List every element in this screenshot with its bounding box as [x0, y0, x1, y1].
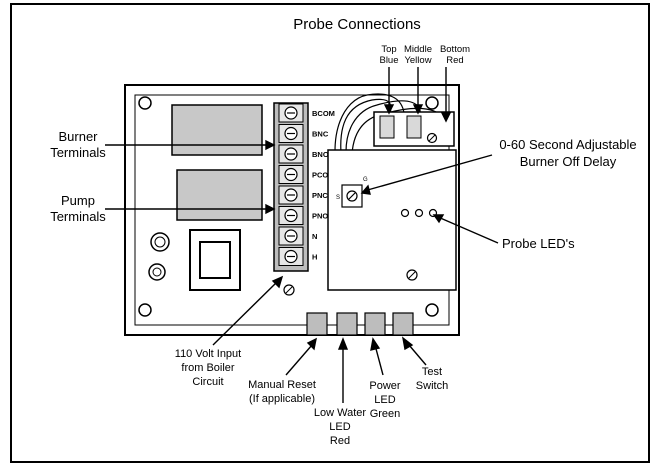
control-board-diagram: Probe Connections Top Blue Middle Yellow…: [50, 16, 636, 447]
mount-hole: [138, 303, 152, 317]
burner-relay: [171, 104, 263, 156]
low-water-label-1: Low Water: [314, 407, 367, 419]
terminal-label: BNC: [312, 130, 329, 139]
low-water-label-2: LED: [329, 421, 350, 433]
delay-potentiometer: S G: [336, 177, 368, 208]
probe-bottom-color: Red: [446, 55, 463, 66]
circuit-board: [327, 149, 457, 291]
probe-terminal-middle: [406, 115, 422, 139]
probe-arrows: [383, 67, 452, 123]
low-water-label-3: Red: [330, 435, 350, 447]
terminal-label: PNO: [312, 212, 328, 221]
probe-middle-position: Middle: [404, 44, 432, 55]
power-label-2: LED: [374, 394, 395, 406]
low-water-led: [336, 312, 358, 336]
terminal-label: PNC: [312, 191, 328, 200]
burner-label-1: Burner: [58, 129, 98, 144]
probe-led-2: [414, 208, 424, 218]
test-label-2: Switch: [416, 380, 448, 392]
probe-terminal-top: [379, 115, 395, 139]
input-label-3: Circuit: [192, 376, 223, 388]
manual-reset-label-1: Manual Reset: [248, 379, 316, 391]
mount-hole: [138, 96, 152, 110]
manual-reset-button: [306, 312, 328, 336]
test-switch: [392, 312, 414, 336]
terminal-label: BCOM: [312, 109, 335, 118]
terminal-label: PCOM: [312, 171, 335, 180]
input-label-1: 110 Volt Input: [175, 348, 241, 360]
terminal-label: N: [312, 232, 317, 241]
callout-labels: Burner Terminals Pump Terminals 0-60 Sec…: [50, 129, 636, 447]
probe-labels: Top Blue Middle Yellow Bottom Red: [379, 44, 470, 66]
terminal-strip: [273, 102, 309, 272]
probe-leds-label: Probe LED's: [502, 236, 575, 251]
probe-bottom-position: Bottom: [440, 44, 470, 55]
diagram-title: Probe Connections: [293, 16, 421, 33]
pump-label-1: Pump: [61, 193, 95, 208]
callout-arrows: [105, 139, 499, 403]
board-components: [148, 229, 241, 291]
power-led: [364, 312, 386, 336]
bottom-controls: [306, 312, 414, 336]
relays: [171, 104, 263, 221]
burner-label-2: Terminals: [50, 145, 106, 160]
terminal-label: BNO: [312, 150, 329, 159]
pump-relay: [176, 169, 263, 221]
terminal-labels: BCOM BNC BNO PCOM PNC PNO N H: [312, 109, 335, 262]
mount-hole: [425, 96, 439, 110]
component-round: [148, 263, 166, 281]
diagram-frame: Probe Connections Top Blue Middle Yellow…: [10, 3, 650, 463]
delay-label-1: 0-60 Second Adjustable: [499, 137, 636, 152]
probe-top-color: Blue: [379, 55, 398, 66]
pump-label-2: Terminals: [50, 209, 106, 224]
test-label-1: Test: [422, 366, 442, 378]
mount-hole: [425, 303, 439, 317]
probe-led-1: [400, 208, 410, 218]
power-label-3: Green: [370, 408, 401, 420]
probe-top-position: Top: [381, 44, 396, 55]
probe-connector: [373, 111, 455, 147]
component-round: [150, 232, 170, 252]
terminal-label: H: [312, 253, 317, 262]
probe-middle-color: Yellow: [404, 55, 431, 66]
manual-reset-label-2: (If applicable): [249, 393, 315, 405]
pot-mark-left: S: [336, 195, 340, 201]
pot-mark-right: G: [363, 177, 368, 183]
input-label-2: from Boiler: [181, 362, 235, 374]
power-label-1: Power: [369, 380, 401, 392]
delay-label-2: Burner Off Delay: [520, 154, 617, 169]
